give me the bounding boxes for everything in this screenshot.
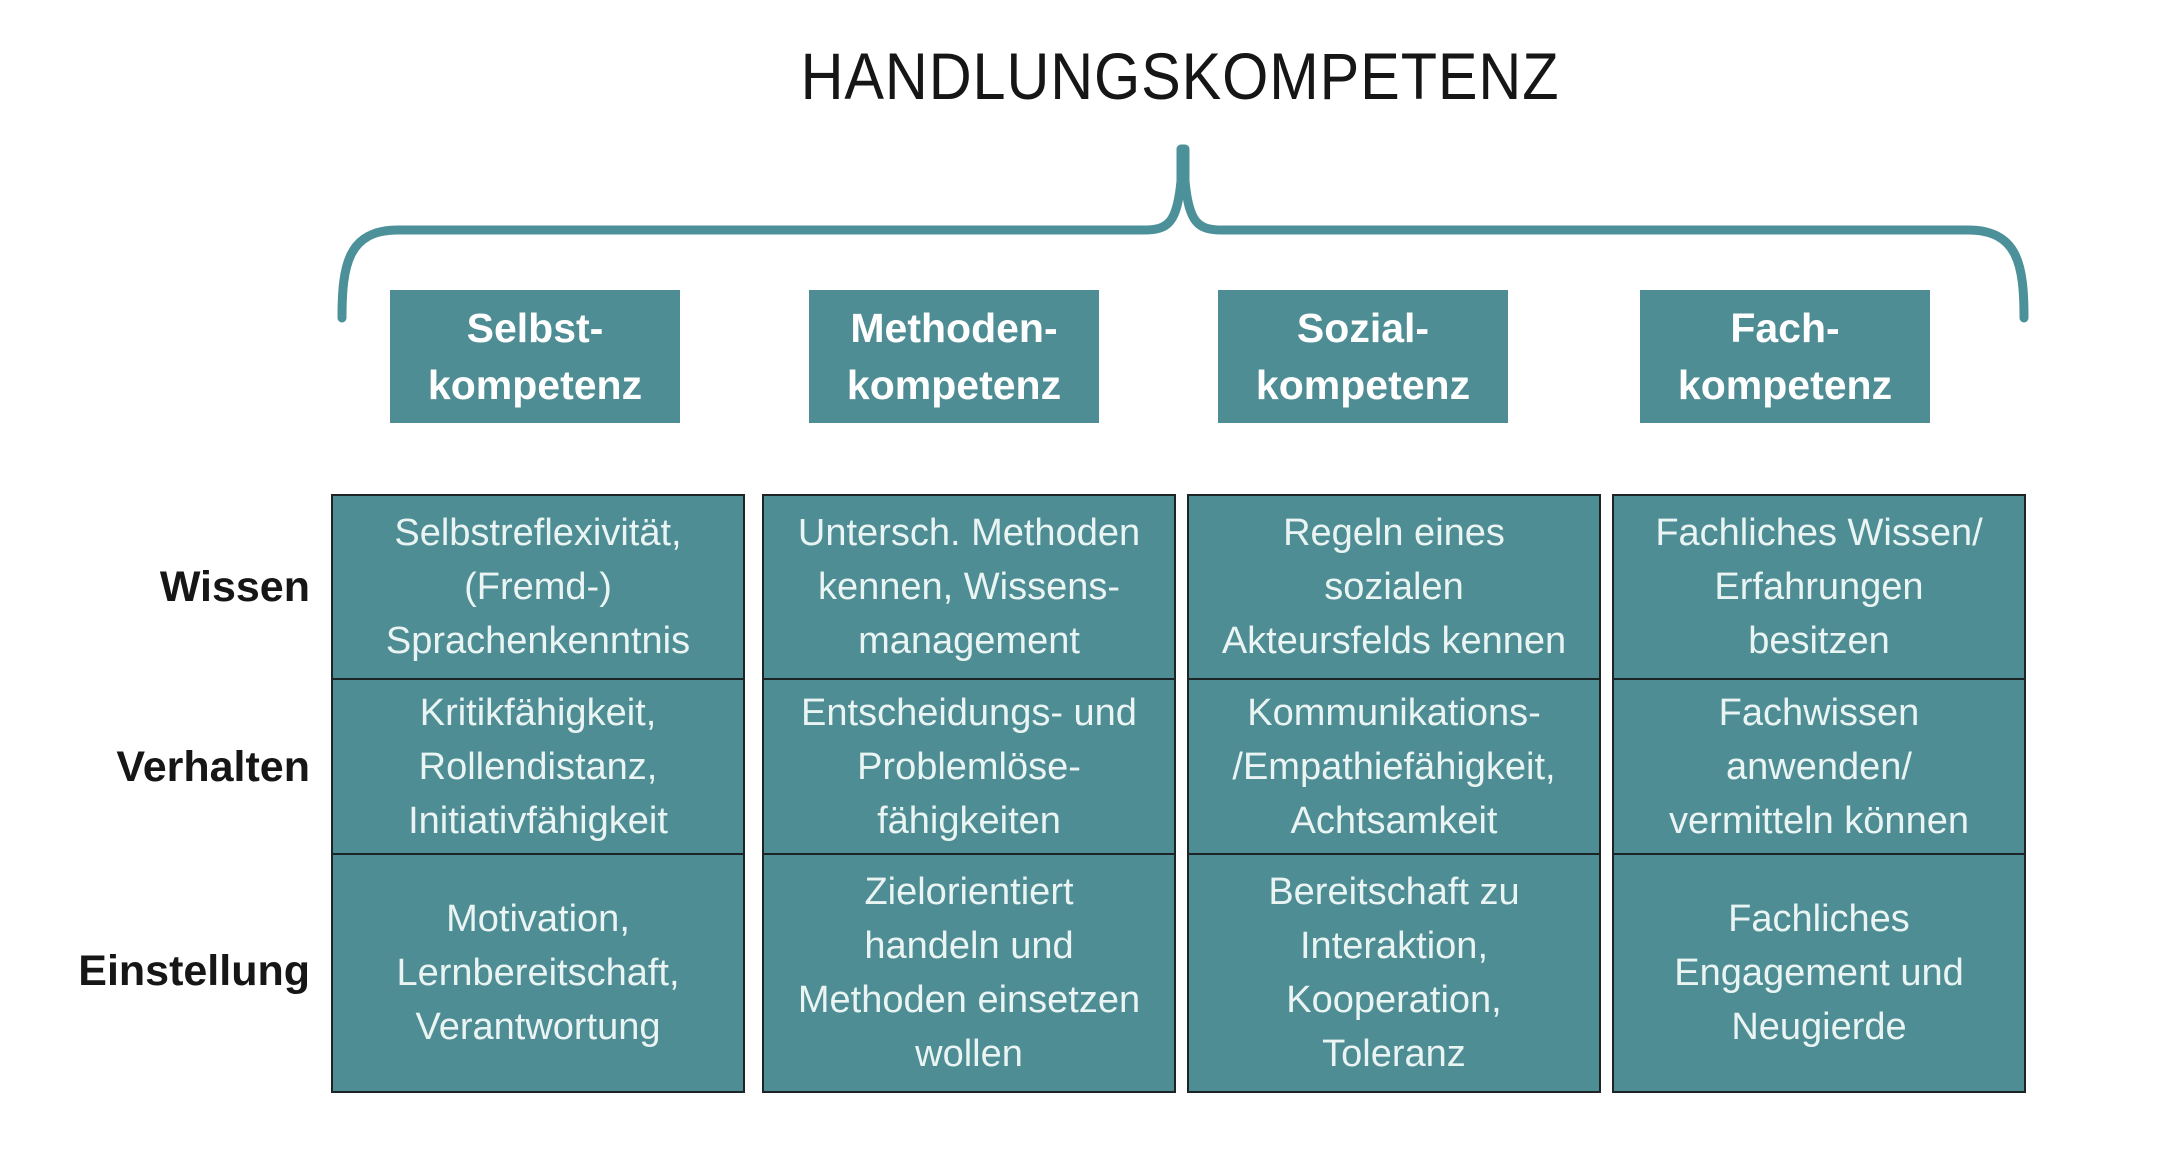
table-cell: Fachliches Wissen/ Erfahrungen besitzen <box>1612 494 2026 680</box>
header-label: Selbst- kompetenz <box>427 304 643 408</box>
row-label-wissen: Wissen <box>159 563 310 611</box>
table-cell: Selbstreflexivität, (Fremd-) Sprachenken… <box>331 494 745 680</box>
header-box-methodenkompetenz: Methoden- kompetenz <box>809 290 1099 423</box>
table-column-sozialkompetenz: Regeln eines sozialen Akteursfelds kenne… <box>1187 494 1601 1093</box>
header-box-sozialkompetenz: Sozial- kompetenz <box>1218 290 1508 423</box>
table-cell: Bereitschaft zu Interaktion, Kooperation… <box>1187 853 1601 1093</box>
header-box-selbstkompetenz: Selbst- kompetenz <box>390 290 680 423</box>
table-column-fachkompetenz: Fachliches Wissen/ Erfahrungen besitzen … <box>1612 494 2026 1093</box>
table-cell: Fachliches Engagement und Neugierde <box>1612 853 2026 1093</box>
table-column-methodenkompetenz: Untersch. Methoden kennen, Wissens- mana… <box>762 494 1176 1093</box>
header-box-fachkompetenz: Fach- kompetenz <box>1640 290 1930 423</box>
table-cell: Kommunikations- /Empathiefähigkeit, Acht… <box>1187 678 1601 855</box>
header-label: Fach- kompetenz <box>1677 304 1893 408</box>
row-label-einstellung: Einstellung <box>78 947 310 995</box>
table-cell: Untersch. Methoden kennen, Wissens- mana… <box>762 494 1176 680</box>
row-label-verhalten: Verhalten <box>116 743 310 791</box>
table-cell: Motivation, Lernbereitschaft, Verantwort… <box>331 853 745 1093</box>
page-title: HANDLUNGSKOMPETENZ <box>800 39 1560 113</box>
table-cell: Fachwissen anwenden/ vermitteln können <box>1612 678 2026 855</box>
table-cell: Kritikfähigkeit, Rollendistanz, Initiati… <box>331 678 745 855</box>
table-cell: Regeln eines sozialen Akteursfelds kenne… <box>1187 494 1601 680</box>
table-cell: Zielorientiert handeln und Methoden eins… <box>762 853 1176 1093</box>
header-label: Methoden- kompetenz <box>846 304 1062 408</box>
table-cell: Entscheidungs- und Problemlöse- fähigkei… <box>762 678 1176 855</box>
header-label: Sozial- kompetenz <box>1255 304 1471 408</box>
curly-brace-path <box>337 144 2029 323</box>
curly-brace-graphic <box>337 144 2029 323</box>
table-column-selbstkompetenz: Selbstreflexivität, (Fremd-) Sprachenken… <box>331 494 745 1093</box>
